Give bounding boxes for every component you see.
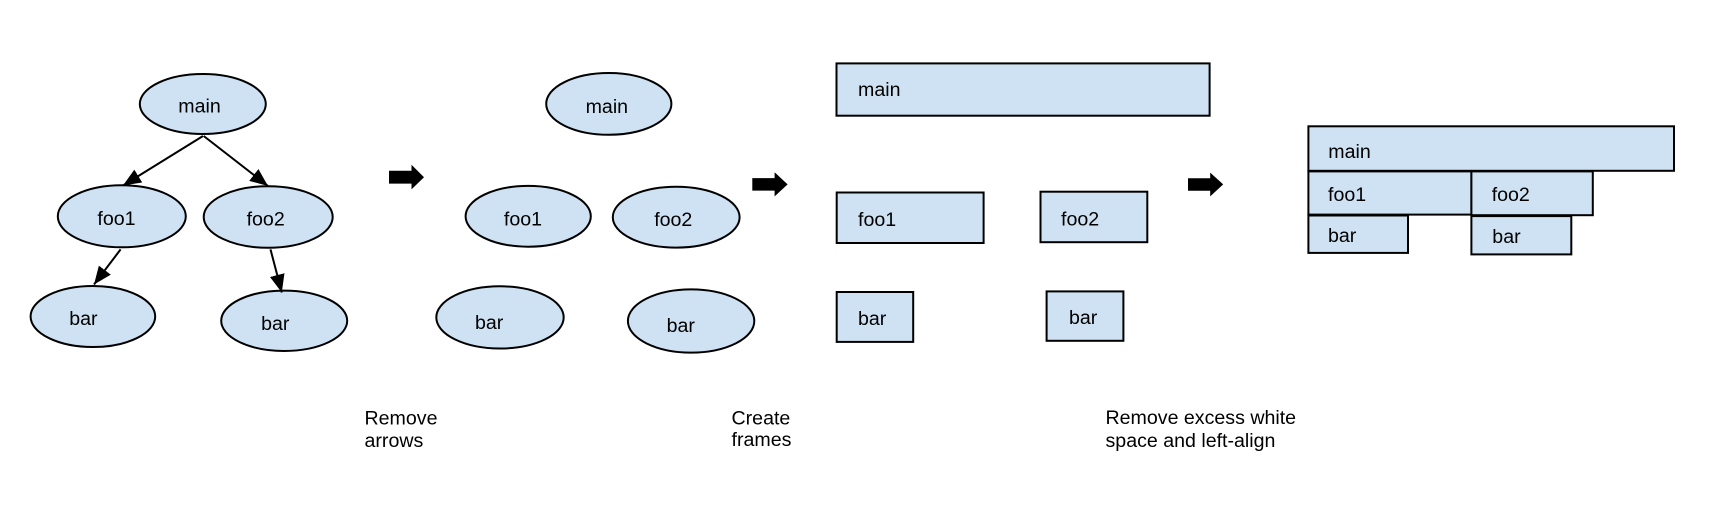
- svg-text:foo2: foo2: [654, 209, 692, 231]
- svg-text:main: main: [858, 79, 900, 101]
- svg-text:arrows: arrows: [365, 430, 424, 452]
- svg-text:foo1: foo1: [1328, 184, 1366, 206]
- svg-text:Remove: Remove: [365, 407, 438, 429]
- svg-text:foo1: foo1: [504, 209, 542, 231]
- svg-text:bar: bar: [475, 312, 504, 334]
- svg-text:main: main: [586, 96, 628, 118]
- svg-text:foo2: foo2: [1492, 184, 1530, 206]
- svg-text:foo1: foo1: [97, 208, 135, 230]
- svg-text:main: main: [178, 95, 220, 117]
- svg-text:foo1: foo1: [858, 209, 896, 231]
- svg-text:bar: bar: [1492, 226, 1521, 248]
- svg-text:bar: bar: [667, 315, 696, 337]
- svg-text:bar: bar: [69, 308, 98, 330]
- svg-text:bar: bar: [1069, 307, 1098, 329]
- svg-text:space and left-align: space and left-align: [1106, 430, 1276, 452]
- svg-text:Remove excess white: Remove excess white: [1106, 407, 1297, 429]
- svg-text:bar: bar: [858, 308, 887, 330]
- svg-text:bar: bar: [261, 313, 290, 335]
- svg-text:bar: bar: [1328, 225, 1357, 247]
- svg-text:Create: Create: [732, 407, 791, 429]
- svg-text:foo2: foo2: [247, 209, 285, 231]
- svg-text:foo2: foo2: [1061, 209, 1099, 231]
- svg-text:frames: frames: [732, 429, 792, 451]
- svg-text:main: main: [1328, 141, 1370, 163]
